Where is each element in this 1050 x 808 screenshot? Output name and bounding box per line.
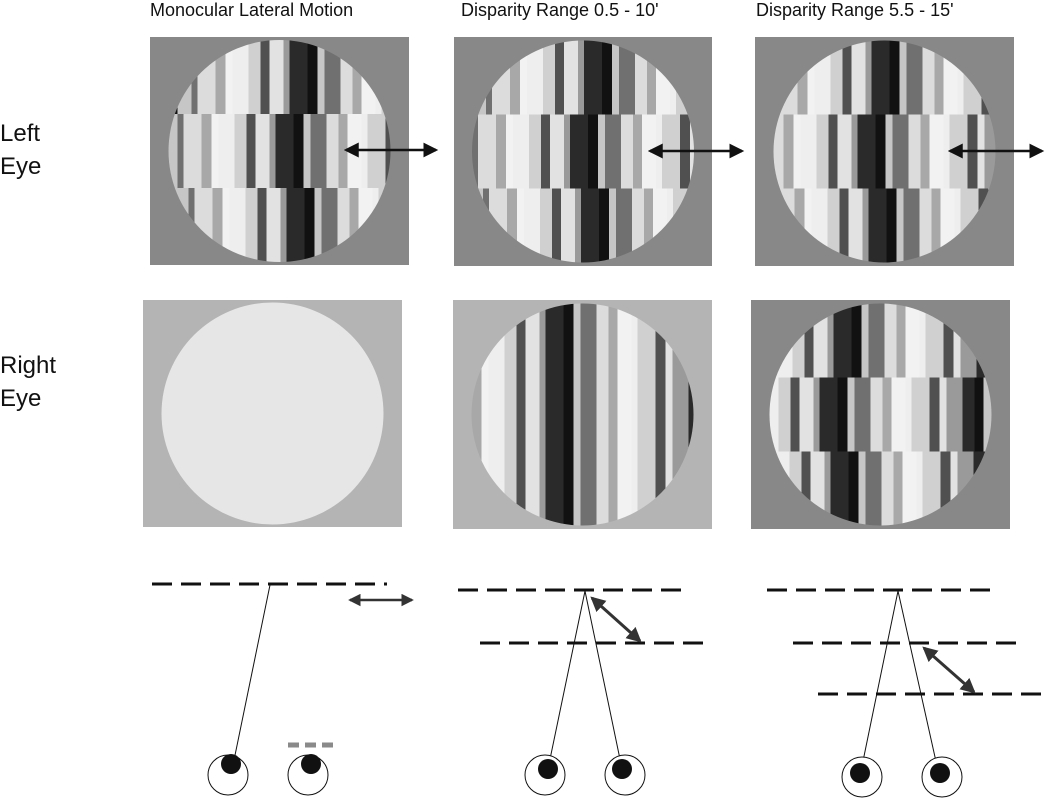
sight-line	[232, 584, 271, 766]
depth-arrow	[922, 646, 976, 694]
column-title-monocular: Monocular Lateral Motion	[150, 0, 354, 20]
pupil	[930, 763, 950, 783]
pupil	[612, 759, 632, 779]
stimulus-panel-left-monocular	[150, 37, 409, 265]
stimulus-panel-right-monocular	[143, 300, 402, 527]
sight-line-left	[861, 590, 899, 767]
stimulus-panel-left-disparity-small	[454, 37, 712, 266]
row-label-right-eye-line2: Eye	[0, 385, 42, 412]
depth-diagram-disparity-small	[458, 588, 712, 796]
stimulus-panel-left-disparity-large	[755, 37, 1014, 266]
depth-diagram-monocular	[152, 582, 414, 796]
grating-stripes	[471, 303, 694, 526]
depth-arrow	[590, 596, 642, 643]
pupil	[538, 759, 558, 779]
row-label-right-eye-line1: Right	[0, 352, 57, 379]
panels-layer	[143, 37, 1014, 529]
pupil	[301, 754, 321, 774]
blank-disc	[161, 302, 384, 525]
sight-line-right	[584, 590, 622, 765]
row-label-right-eye: Right Eye	[0, 349, 56, 415]
pupil	[850, 763, 870, 783]
row-label-left-eye-line2: Eye	[0, 153, 42, 180]
row-label-left-eye: Left Eye	[0, 117, 41, 183]
stimulus-panel-right-disparity-large	[751, 300, 1010, 529]
sight-line-right	[897, 590, 938, 767]
sight-line-left	[548, 590, 586, 765]
depth-diagram-disparity-large	[767, 588, 1048, 798]
column-title-disparity-large: Disparity Range 5.5 - 15'	[756, 0, 954, 20]
pupil	[221, 754, 241, 774]
row-label-left-eye-line1: Left	[0, 120, 41, 147]
stimulus-panel-right-disparity-small	[453, 300, 712, 529]
column-title-disparity-small: Disparity Range 0.5 - 10'	[461, 0, 659, 20]
